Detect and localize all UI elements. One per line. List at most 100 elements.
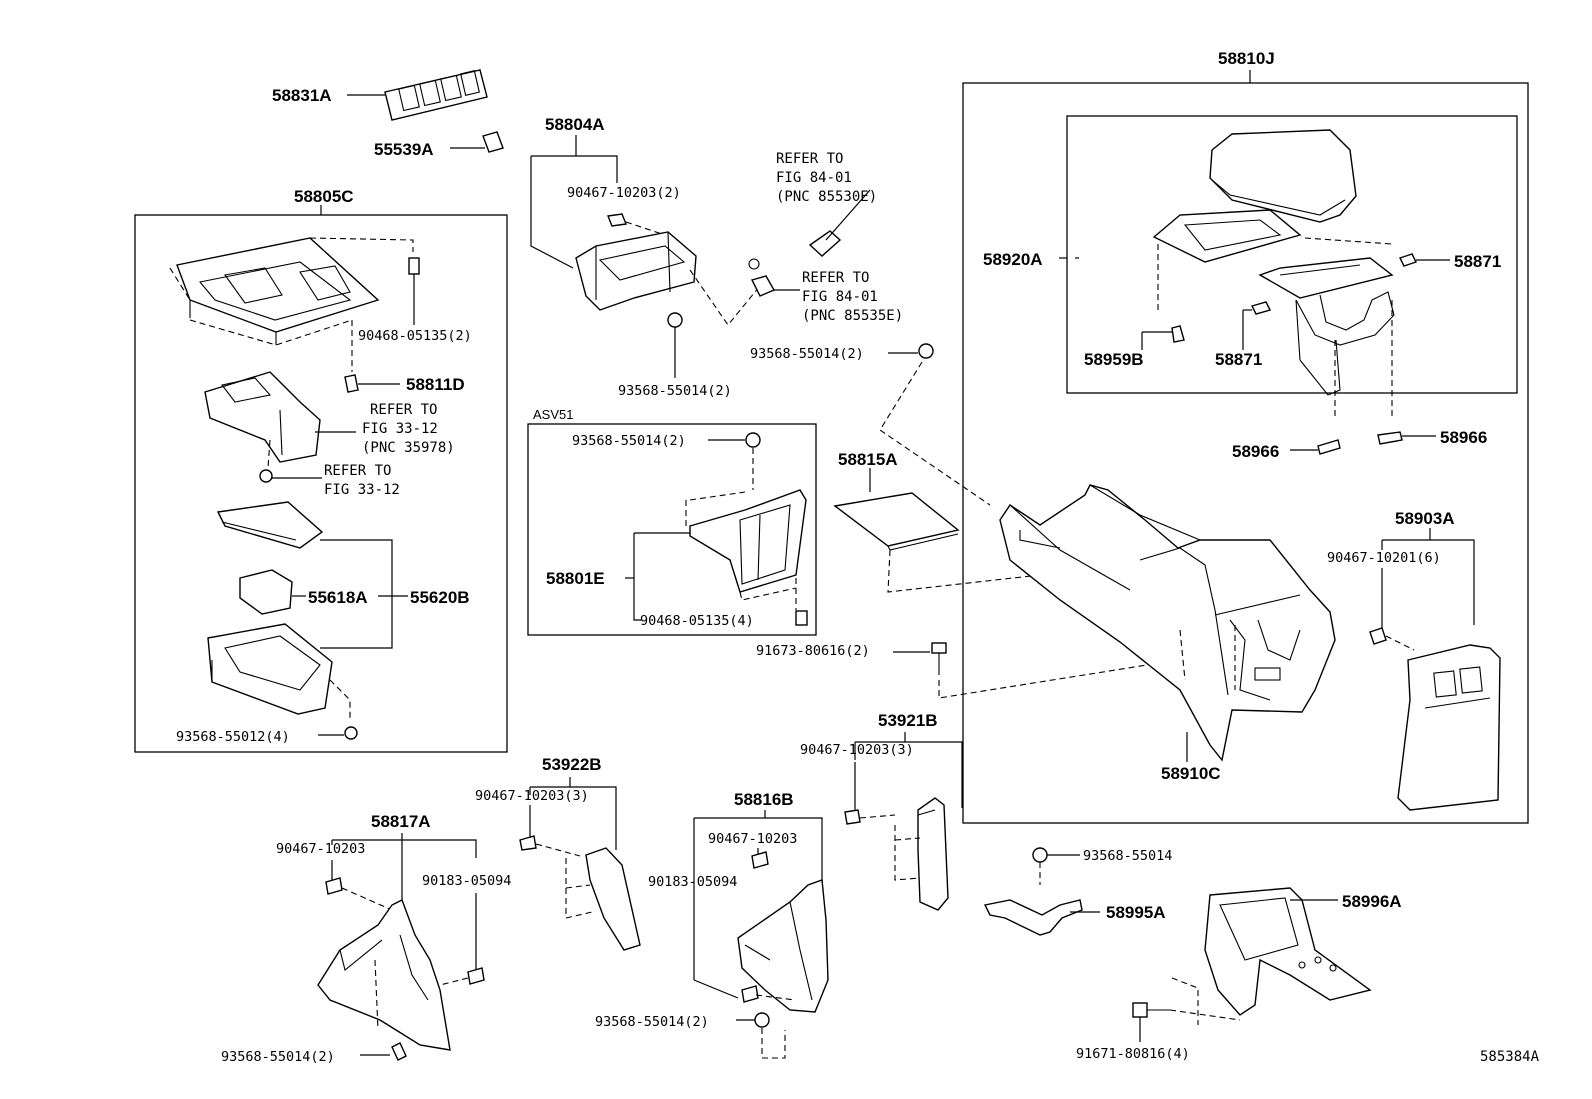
- label-58995A: 58995A: [1106, 903, 1166, 922]
- screw-icon: [1032, 847, 1048, 863]
- ref-84-01-b-line3: (PNC 85535E): [802, 308, 903, 324]
- label-58811D: 58811D: [406, 375, 465, 394]
- label-93568-55014-2-e: 93568-55014(2): [595, 1014, 709, 1030]
- ref-33-12-a-line3: (PNC 35978): [362, 440, 455, 456]
- label-90467-10203-3-b: 90467-10203(3): [475, 788, 589, 804]
- clip-icon: [325, 877, 343, 895]
- label-58996A: 58996A: [1342, 892, 1402, 911]
- label-90468-05135-2: 90468-05135(2): [358, 328, 472, 344]
- label-55620B: 55620B: [410, 588, 470, 607]
- screw-icon: [667, 312, 683, 328]
- label-93568-55014-2-a: 93568-55014(2): [618, 383, 732, 399]
- part-socket-85535E: [748, 258, 775, 297]
- bolt-icon: [931, 642, 947, 675]
- label-58831A: 58831A: [272, 86, 332, 105]
- clip-icon: [1369, 627, 1387, 645]
- part-55618A-insert: [239, 569, 293, 615]
- label-91673-80616-2: 91673-80616(2): [756, 643, 870, 659]
- screw-icon: [745, 432, 761, 448]
- label-90183-05094-b: 90183-05094: [648, 874, 737, 890]
- label-91671-80816-4: 91671-80816(4): [1076, 1046, 1190, 1062]
- part-cup-holder: [207, 623, 333, 715]
- part-53922B-panel: [585, 847, 641, 951]
- screw-icon: [754, 1012, 770, 1028]
- label-58816B: 58816B: [734, 790, 794, 809]
- label-58910C: 58910C: [1161, 764, 1221, 783]
- group-box-asv51: [527, 423, 817, 636]
- part-58995A-bracket: [983, 899, 1083, 936]
- part-hinge-bracket: [1258, 257, 1395, 396]
- bolt-icon: [259, 469, 273, 483]
- label-93568-55012-4: 93568-55012(4): [176, 729, 290, 745]
- label-58871-b: 58871: [1215, 350, 1262, 369]
- clip-58959B-icon: [1171, 325, 1185, 343]
- clip-icon: [467, 967, 485, 985]
- label-93568-55014-2-b: 93568-55014(2): [750, 346, 864, 362]
- part-58801E-bracket: [689, 489, 807, 593]
- part-58903A-vent-panel: [1397, 644, 1501, 811]
- part-shift-bezel: [176, 237, 380, 345]
- part-armrest-lid: [1209, 129, 1357, 223]
- clip-icon: [519, 835, 537, 851]
- diagram-id: 585384A: [1480, 1049, 1540, 1065]
- screw-icon: [918, 343, 934, 359]
- clip-58811D-icon: [344, 374, 359, 393]
- clip-icon: [844, 809, 861, 825]
- label-53922B: 53922B: [542, 755, 602, 774]
- label-58903A: 58903A: [1395, 509, 1455, 528]
- label-58801E: 58801E: [546, 569, 605, 588]
- label-58805C: 58805C: [294, 187, 354, 206]
- part-58831A-switch-panel: [384, 69, 488, 121]
- ref-33-12-b-line2: FIG 33-12: [324, 482, 400, 498]
- clip-icon: [607, 213, 627, 227]
- part-58804A-bracket: [575, 231, 697, 311]
- pin-58966-icon: [1317, 439, 1341, 455]
- ref-84-01-a-line1: REFER TO: [776, 151, 843, 167]
- part-58815A-mat: [833, 492, 960, 551]
- label-58966-a: 58966: [1232, 442, 1279, 461]
- part-58817A-side-panel: [317, 899, 451, 1051]
- pin-58966-icon: [1377, 431, 1403, 445]
- label-58920A: 58920A: [983, 250, 1043, 269]
- label-93568-55014-2-d: 93568-55014(2): [221, 1049, 335, 1065]
- label-asv51: ASV51: [533, 407, 573, 422]
- ref-33-12-a-line2: FIG 33-12: [362, 421, 438, 437]
- label-90467-10203-2: 90467-10203(2): [567, 185, 681, 201]
- screw-icon: [391, 1042, 407, 1061]
- clip-icon: [408, 257, 420, 275]
- screw-icon: [344, 726, 358, 740]
- part-55539A-clip: [482, 131, 504, 153]
- label-53921B: 53921B: [878, 711, 938, 730]
- label-58810J: 58810J: [1218, 49, 1275, 68]
- clip-icon: [741, 985, 759, 1003]
- part-53921B-panel: [917, 797, 949, 911]
- group-box-58810J: [962, 82, 1529, 824]
- clip-icon: [795, 610, 808, 626]
- label-58817A: 58817A: [371, 812, 431, 831]
- part-socket-85530E: [808, 230, 842, 257]
- label-93568-55014: 93568-55014: [1083, 848, 1172, 864]
- bolt-icon: [1132, 1002, 1170, 1018]
- clip-icon: [751, 851, 769, 869]
- part-58816B-side-panel: [737, 879, 829, 1013]
- label-58804A: 58804A: [545, 115, 605, 134]
- ref-84-01-b-line2: FIG 84-01: [802, 289, 878, 305]
- part-tray-lid: [216, 501, 324, 549]
- label-90467-10201-6: 90467-10201(6): [1327, 550, 1441, 566]
- ref-84-01-a-line3: (PNC 85530E): [776, 189, 877, 205]
- label-58871-a: 58871: [1454, 252, 1501, 271]
- ref-33-12-a-line1: REFER TO: [370, 402, 437, 418]
- label-90467-10203-b: 90467-10203: [708, 831, 797, 847]
- group-box-58920A: [1066, 115, 1518, 394]
- label-90468-05135-4: 90468-05135(4): [640, 613, 754, 629]
- label-90467-10203-a: 90467-10203: [276, 841, 365, 857]
- ref-33-12-b-line1: REFER TO: [324, 463, 391, 479]
- part-armrest-base: [1152, 209, 1302, 263]
- label-55539A: 55539A: [374, 140, 434, 159]
- clip-58871-icon: [1250, 301, 1272, 315]
- label-90183-05094-a: 90183-05094: [422, 873, 511, 889]
- ref-84-01-b-line1: REFER TO: [802, 270, 869, 286]
- part-58910C-console-box: [999, 484, 1336, 762]
- ref-84-01-a-line2: FIG 84-01: [776, 170, 852, 186]
